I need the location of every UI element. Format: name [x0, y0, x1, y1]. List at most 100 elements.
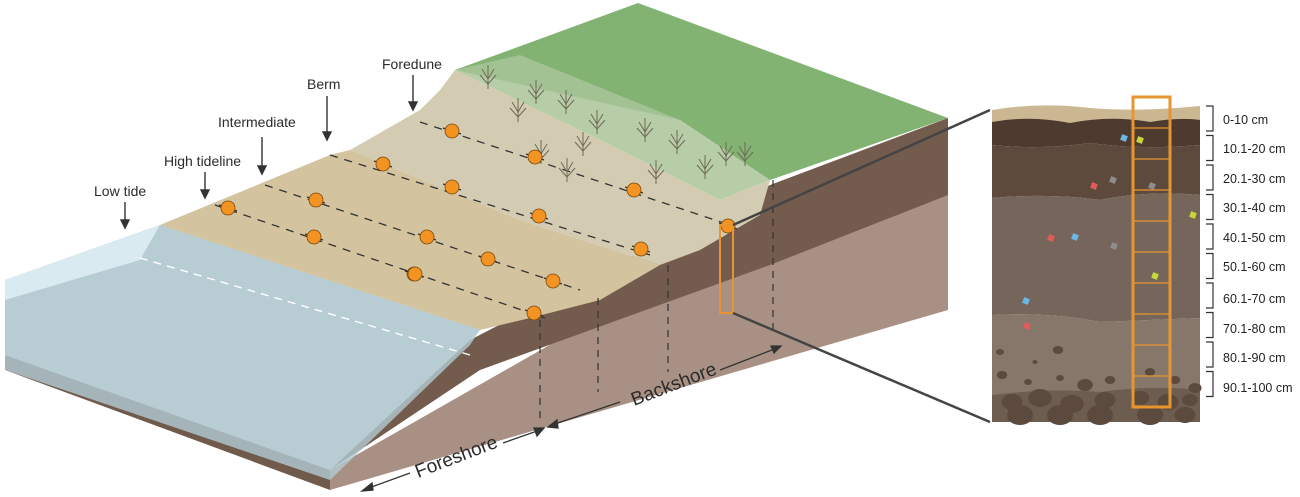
particle	[1071, 233, 1079, 241]
depth-label: 50.1-60 cm	[1223, 260, 1286, 274]
sampling-point	[531, 208, 547, 224]
depth-label: 40.1-50 cm	[1223, 231, 1286, 245]
sampling-point	[526, 305, 542, 321]
grass-plateau	[455, 3, 948, 180]
zone-labels: Low tide High tideline Intermediate Berm…	[94, 56, 442, 199]
pebble	[1094, 392, 1116, 408]
pebble	[1007, 405, 1033, 425]
sampling-point	[308, 192, 324, 208]
depth-label: 20.1-30 cm	[1223, 172, 1286, 186]
pebble	[1188, 383, 1202, 393]
core-location	[719, 224, 734, 314]
shrub-icon	[509, 98, 527, 122]
layer-3	[992, 193, 1200, 322]
shrub-icon	[574, 132, 592, 156]
pebble	[1137, 405, 1163, 425]
pebble	[996, 349, 1004, 355]
pebble	[1028, 389, 1052, 407]
dune-surface	[350, 70, 770, 265]
depth-bracket	[1206, 193, 1214, 221]
layer-1	[992, 118, 1200, 148]
shrub-icon	[479, 65, 497, 89]
depth-label: 30.1-40 cm	[1223, 201, 1286, 215]
particle	[1109, 176, 1117, 184]
pebble	[1032, 360, 1038, 364]
depth-bracket	[1206, 223, 1214, 250]
callout-line-bottom	[732, 311, 991, 424]
pebble	[1024, 379, 1032, 385]
particle	[1151, 272, 1159, 280]
vegetation	[479, 65, 754, 184]
shrub-icon	[696, 155, 714, 179]
particle	[1189, 211, 1197, 219]
depth-label: 70.1-80 cm	[1223, 322, 1286, 336]
zone-boundaries	[539, 180, 774, 418]
pebbles	[996, 346, 1202, 425]
sampling-point	[306, 229, 322, 245]
beach-surface	[160, 150, 660, 330]
core-detail	[992, 95, 1202, 425]
shrub-icon	[668, 130, 686, 154]
pebble	[996, 371, 1008, 379]
label-low-tide: Low tide	[94, 183, 146, 199]
particle	[1120, 134, 1128, 142]
sampling-point	[527, 149, 543, 165]
soil-upper-layer	[330, 118, 948, 470]
pebble	[1130, 391, 1150, 405]
pebble	[1169, 376, 1181, 384]
particle	[1110, 242, 1118, 250]
sampling-point	[375, 156, 391, 172]
label-high-tideline: High tideline	[164, 153, 241, 169]
sampling-point	[545, 273, 561, 289]
depth-label: 60.1-70 cm	[1223, 292, 1286, 306]
particle	[1047, 234, 1055, 242]
shrub-icon	[636, 118, 654, 142]
pebble	[1174, 407, 1196, 423]
shallow-water	[5, 225, 160, 300]
pebble	[1056, 375, 1064, 381]
depth-scale	[1206, 105, 1214, 398]
shrub-icon	[647, 160, 665, 184]
depth-bracket	[1206, 341, 1214, 368]
sampling-points	[218, 123, 738, 321]
shrub-icon	[527, 80, 545, 104]
sampling-point	[626, 182, 642, 198]
shrub-icon	[588, 110, 606, 134]
waterline	[139, 257, 471, 356]
particle	[1148, 182, 1156, 190]
depth-bracket	[1206, 164, 1214, 191]
shrub-icon	[736, 142, 754, 166]
zone-arrows	[119, 75, 419, 230]
depth-label: 90.1-100 cm	[1223, 381, 1292, 395]
depth-bracket	[1206, 370, 1214, 398]
label-intermediate: Intermediate	[218, 114, 296, 130]
pebble	[1077, 379, 1093, 391]
pebble	[1182, 394, 1198, 406]
shrub-icon	[557, 90, 575, 114]
core-dividers	[1133, 127, 1170, 377]
particle	[1022, 297, 1030, 305]
layer-2	[992, 143, 1200, 200]
depth-label: 10.1-20 cm	[1223, 142, 1286, 156]
pebble	[1087, 405, 1113, 425]
label-foredune: Foredune	[382, 56, 442, 72]
pebble	[1047, 405, 1073, 425]
pebble	[1144, 368, 1156, 376]
depth-bracket	[1206, 134, 1214, 162]
particle	[1023, 322, 1031, 330]
particle	[1090, 182, 1098, 190]
sampling-point	[444, 123, 460, 139]
sampling-point	[220, 200, 236, 216]
callout-line-top	[732, 108, 991, 227]
depth-bracket	[1206, 311, 1214, 339]
sampling-point	[444, 179, 460, 195]
depth-label: 80.1-90 cm	[1223, 351, 1286, 365]
shrub-icon	[717, 142, 735, 166]
depth-labels: 0-10 cm 10.1-20 cm 20.1-30 cm 30.1-40 cm…	[1223, 113, 1292, 395]
pebble	[1052, 346, 1064, 354]
pebble	[1104, 376, 1116, 384]
particle	[1136, 136, 1144, 144]
sampling-point	[480, 251, 496, 267]
depth-label: 0-10 cm	[1223, 113, 1268, 127]
